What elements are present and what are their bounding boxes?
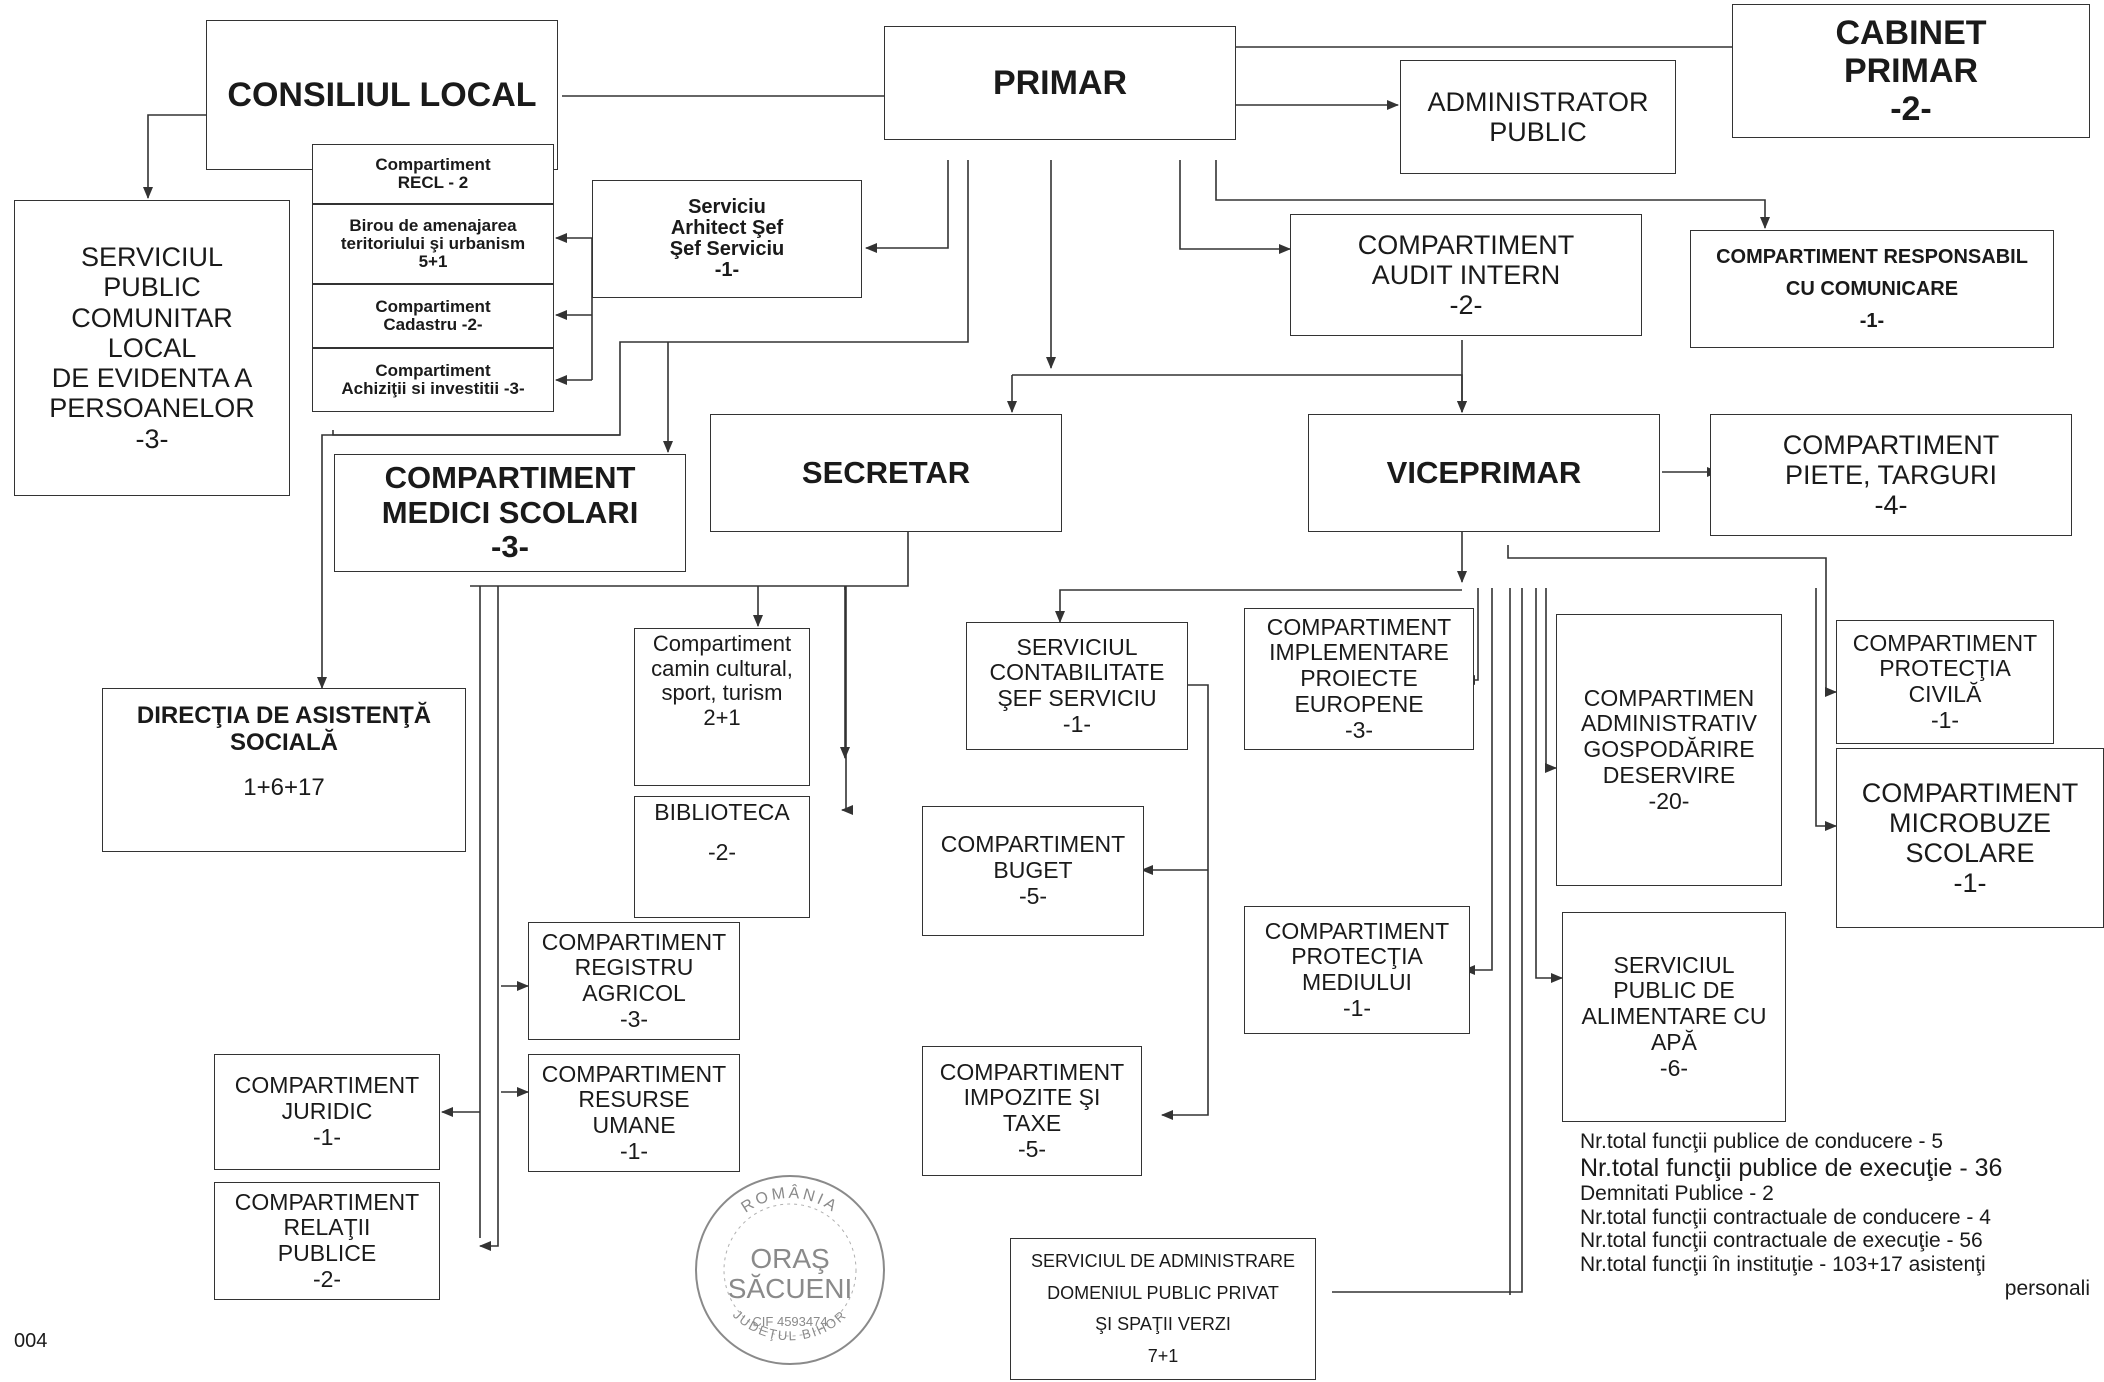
implementare-proiecte-label: COMPARTIMENT IMPLEMENTARE PROIECTE EUROP… [1266, 613, 1452, 743]
birou-urbanism-label: Birou de amenajarea teritoriului şi urba… [340, 216, 526, 271]
birou-urbanism-box: Birou de amenajarea teritoriului şi urba… [312, 204, 554, 284]
achizitii-box: Compartiment Achiziţii si investitii -3- [312, 348, 554, 412]
impozite-taxe-label: COMPARTIMENT IMPOZITE ŞI TAXE -5- [939, 1058, 1125, 1162]
consiliu-local-label: CONSILIUL LOCAL [227, 75, 537, 114]
alimentare-apa-box: SERVICIUL PUBLIC DE ALIMENTARE CU APĂ -6… [1562, 912, 1786, 1122]
medici-scolari-box: COMPARTIMENT MEDICI SCOLARI -3- [334, 454, 686, 572]
stamp-top-text: ROMÂNIA [738, 1183, 838, 1217]
stamp-bottom-line-1: CIF 4593474 [752, 1314, 827, 1329]
microbuze-scolare-box: COMPARTIMENT MICROBUZE SCOLARE -1- [1836, 748, 2104, 928]
page-number: 004 [14, 1330, 48, 1352]
registru-agricol-label: COMPARTIMENT REGISTRU AGRICOL -3- [541, 928, 727, 1032]
camin-cultural-box: Compartiment camin cultural, sport, turi… [634, 628, 810, 786]
summary-line-7: personali [2004, 1276, 2090, 1300]
secretar-box: SECRETAR [710, 414, 1062, 532]
buget-box: COMPARTIMENT BUGET -5- [922, 806, 1144, 936]
stamp-center-line-2: SĂCUENI [728, 1273, 852, 1304]
recl-box: Compartiment RECL - 2 [312, 144, 554, 204]
cabinet-primar-label: CABINET PRIMAR -2- [1835, 13, 1987, 129]
comunicare-box: COMPARTIMENT RESPONSABIL CU COMUNICARE -… [1690, 230, 2054, 348]
cadastru-box: Compartiment Cadastru -2- [312, 284, 554, 348]
official-stamp: ROMÂNIA ORAŞ SĂCUENI CIF 4593474 JUDEŢUL… [695, 1175, 885, 1365]
piete-targuri-box: COMPARTIMENT PIETE, TARGURI -4- [1710, 414, 2072, 536]
viceprimar-label: VICEPRIMAR [1386, 454, 1582, 490]
gospodarire-label: COMPARTIMEN ADMINISTRATIV GOSPODĂRIRE DE… [1581, 684, 1757, 814]
summary-line-6: Nr.total funcţii în instituţie - 103+17 … [1580, 1253, 1986, 1277]
arhitect-sef-label: Serviciu Arhitect Şef Şef Serviciu -1- [669, 196, 785, 281]
biblioteca-title: BIBLIOTECA [654, 799, 790, 825]
registru-agricol-box: COMPARTIMENT REGISTRU AGRICOL -3- [528, 922, 740, 1040]
totals-summary: Nr.total funcţii publice de conducere - … [1580, 1130, 2090, 1301]
domeniu-public-box: SERVICIUL DE ADMINISTRARE DOMENIUL PUBLI… [1010, 1238, 1316, 1380]
relatii-publice-box: COMPARTIMENT RELAŢII PUBLICE -2- [214, 1182, 440, 1300]
protectia-civila-label: COMPARTIMENT PROTECŢIA CIVILĂ -1- [1852, 629, 2038, 733]
stamp-center-line-1: ORAŞ [750, 1243, 829, 1274]
spclep-box: SERVICIUL PUBLIC COMUNITAR LOCAL DE EVID… [14, 200, 290, 496]
summary-line-1: Nr.total funcţii publice de conducere - … [1580, 1130, 1944, 1153]
protectia-mediului-label: COMPARTIMENT PROTECŢIA MEDIULUI -1- [1264, 917, 1450, 1021]
protectia-civila-box: COMPARTIMENT PROTECŢIA CIVILĂ -1- [1836, 620, 2054, 744]
administrator-public-label: ADMINISTRATOR PUBLIC [1427, 86, 1649, 147]
cadastru-label: Compartiment Cadastru -2- [375, 297, 491, 334]
alimentare-apa-label: SERVICIUL PUBLIC DE ALIMENTARE CU APĂ -6… [1581, 951, 1767, 1081]
relatii-publice-label: COMPARTIMENT RELAŢII PUBLICE -2- [234, 1188, 420, 1292]
contabilitate-label: SERVICIUL CONTABILITATE ŞEF SERVICIU -1- [989, 633, 1165, 737]
protectia-mediului-box: COMPARTIMENT PROTECŢIA MEDIULUI -1- [1244, 906, 1470, 1034]
primar-label: PRIMAR [992, 63, 1128, 102]
summary-line-3: Demnitati Publice - 2 [1580, 1181, 1774, 1205]
summary-line-2: Nr.total funcţii publice de execuţie - 3… [1580, 1153, 2003, 1182]
gospodarire-box: COMPARTIMEN ADMINISTRATIV GOSPODĂRIRE DE… [1556, 614, 1782, 886]
piete-targuri-label: COMPARTIMENT PIETE, TARGURI -4- [1782, 429, 2000, 521]
resurse-umane-label: COMPARTIMENT RESURSE UMANE -1- [541, 1060, 727, 1164]
biblioteca-count: -2- [707, 838, 737, 865]
camin-cultural-label: Compartiment camin cultural, sport, turi… [651, 631, 793, 730]
secretar-label: SECRETAR [801, 454, 971, 490]
administrator-public-box: ADMINISTRATOR PUBLIC [1400, 60, 1676, 174]
impozite-taxe-box: COMPARTIMENT IMPOZITE ŞI TAXE -5- [922, 1046, 1142, 1176]
contabilitate-box: SERVICIUL CONTABILITATE ŞEF SERVICIU -1- [966, 622, 1188, 750]
summary-line-4: Nr.total funcţii contractuale de conduce… [1580, 1205, 1991, 1229]
microbuze-scolare-label: COMPARTIMENT MICROBUZE SCOLARE -1- [1861, 777, 2079, 899]
primar-box: PRIMAR [884, 26, 1236, 140]
juridic-box: COMPARTIMENT JURIDIC -1- [214, 1054, 440, 1170]
svg-text:ROMÂNIA: ROMÂNIA [738, 1183, 841, 1217]
comunicare-label: COMPARTIMENT RESPONSABIL CU COMUNICARE -… [1716, 246, 2028, 332]
medici-scolari-label: COMPARTIMENT MEDICI SCOLARI -3- [381, 459, 639, 565]
domeniu-public-label: SERVICIUL DE ADMINISTRARE DOMENIUL PUBLI… [1030, 1251, 1296, 1366]
cabinet-primar-box: CABINET PRIMAR -2- [1732, 4, 2090, 138]
audit-intern-box: COMPARTIMENT AUDIT INTERN -2- [1290, 214, 1642, 336]
recl-label: Compartiment RECL - 2 [375, 155, 491, 192]
resurse-umane-box: COMPARTIMENT RESURSE UMANE -1- [528, 1054, 740, 1172]
arhitect-sef-box: Serviciu Arhitect Şef Şef Serviciu -1- [592, 180, 862, 298]
asistenta-sociala-title: DIRECŢIA DE ASISTENŢĂ SOCIALĂ [136, 702, 432, 756]
viceprimar-box: VICEPRIMAR [1308, 414, 1660, 532]
asistenta-sociala-count: 1+6+17 [243, 773, 325, 801]
summary-line-5: Nr.total funcţii contractuale de execuţi… [1580, 1229, 1983, 1253]
audit-intern-label: COMPARTIMENT AUDIT INTERN -2- [1357, 229, 1575, 321]
buget-label: COMPARTIMENT BUGET -5- [940, 831, 1126, 909]
achizitii-label: Compartiment Achiziţii si investitii -3- [341, 361, 525, 398]
juridic-label: COMPARTIMENT JURIDIC -1- [234, 1072, 420, 1150]
spclep-label: SERVICIUL PUBLIC COMUNITAR LOCAL DE EVID… [49, 242, 255, 454]
implementare-proiecte-box: COMPARTIMENT IMPLEMENTARE PROIECTE EUROP… [1244, 608, 1474, 750]
biblioteca-box: BIBLIOTECA -2- [634, 796, 810, 918]
asistenta-sociala-box: DIRECŢIA DE ASISTENŢĂ SOCIALĂ 1+6+17 [102, 688, 466, 852]
